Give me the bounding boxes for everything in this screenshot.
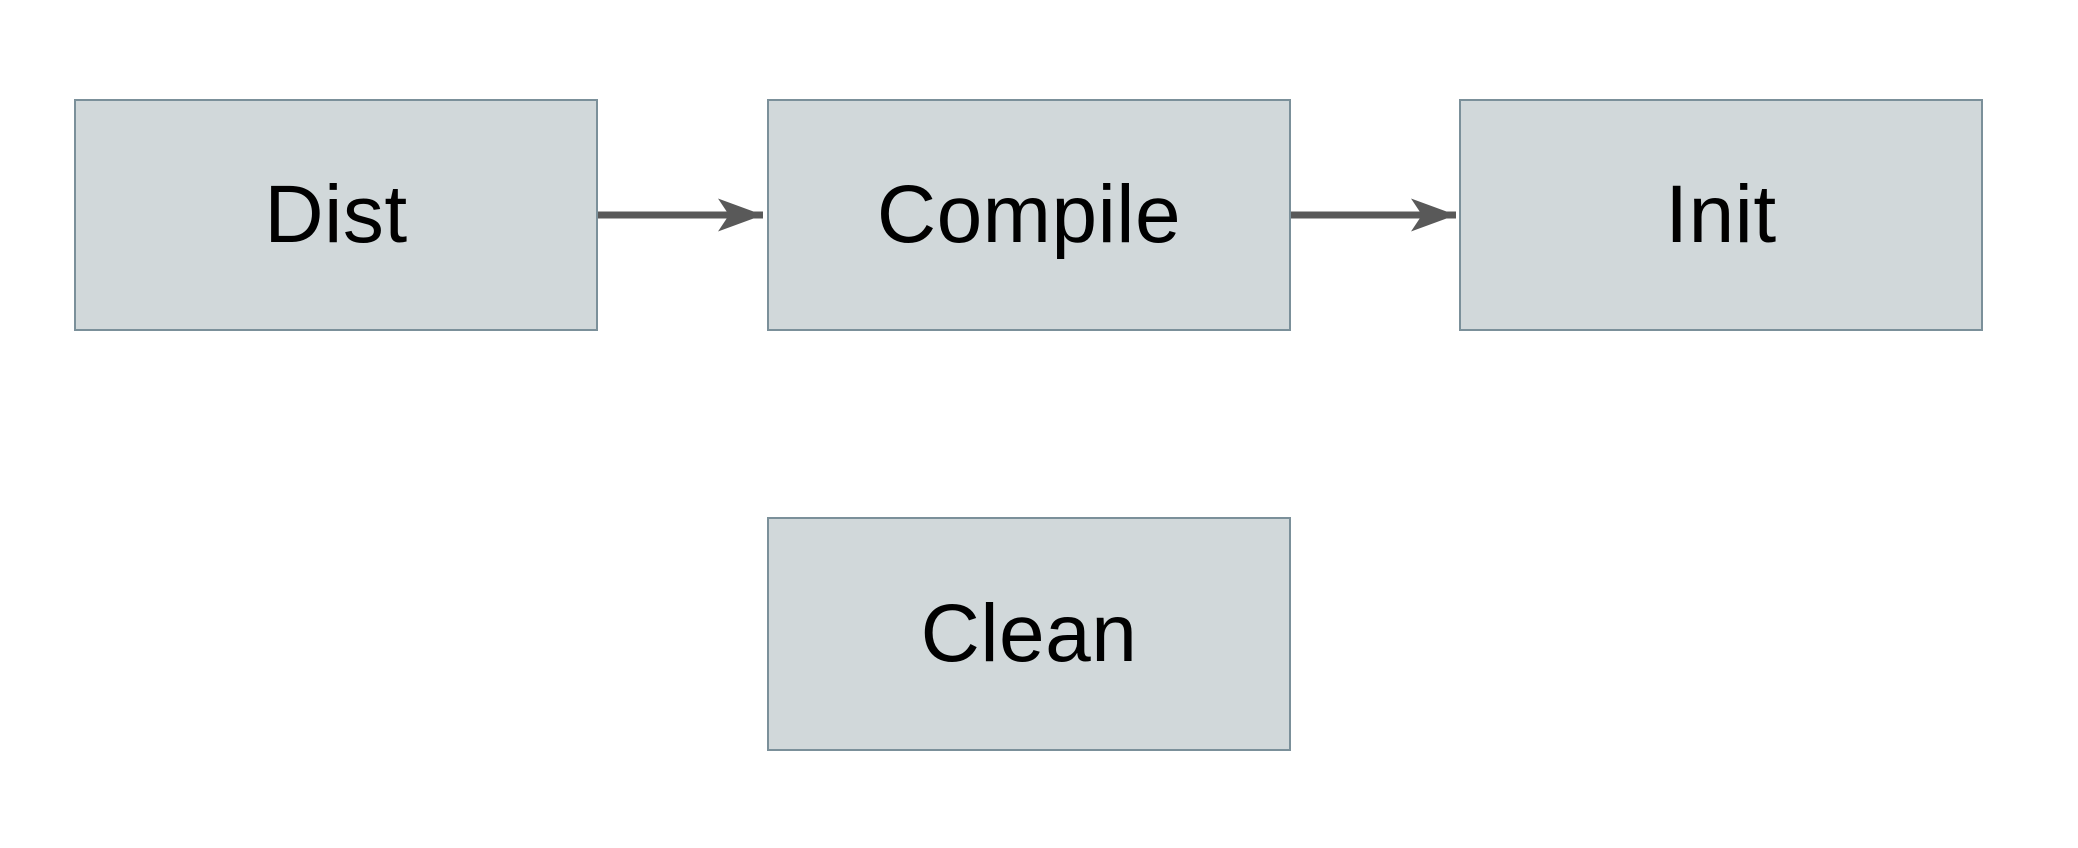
node-dist: Dist [74, 99, 598, 331]
node-compile: Compile [767, 99, 1291, 331]
node-dist-label: Dist [264, 169, 408, 260]
node-init-label: Init [1665, 169, 1777, 260]
node-clean: Clean [767, 517, 1291, 751]
node-init: Init [1459, 99, 1983, 331]
node-compile-label: Compile [876, 169, 1182, 260]
node-clean-label: Clean [920, 588, 1138, 679]
